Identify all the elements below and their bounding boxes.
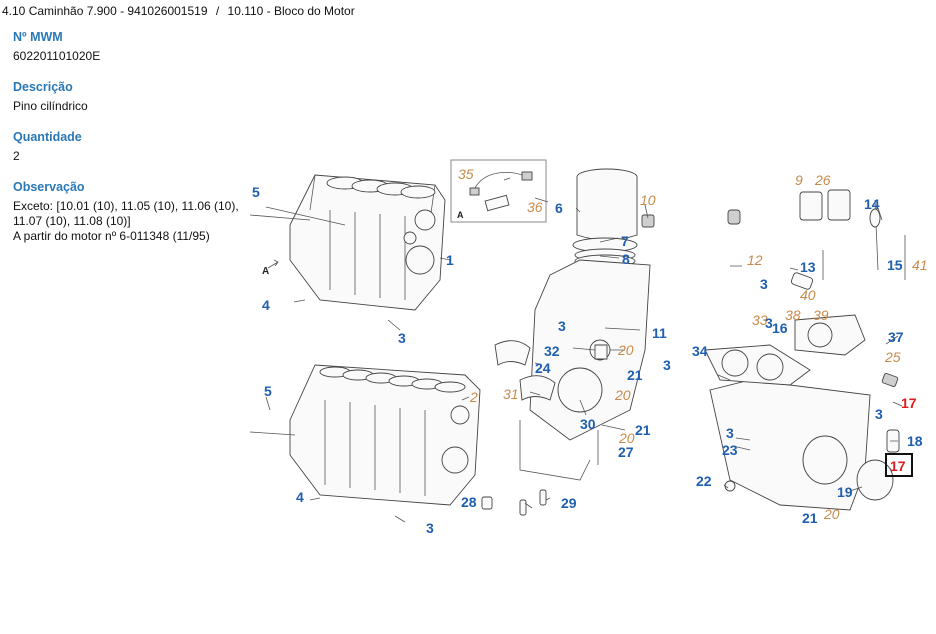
callout-35[interactable]: 35 xyxy=(458,166,474,182)
callout-20[interactable]: 20 xyxy=(617,342,634,358)
callout-3e[interactable]: 3 xyxy=(760,276,768,292)
callout-26[interactable]: 26 xyxy=(814,172,831,188)
callout-11[interactable]: 11 xyxy=(652,325,667,341)
callout-27[interactable]: 27 xyxy=(618,444,634,460)
callout-21b[interactable]: 21 xyxy=(635,422,651,438)
callout-37[interactable]: 37 xyxy=(888,329,904,345)
callout-1[interactable]: 1 xyxy=(446,252,454,268)
callout-31[interactable]: 31 xyxy=(503,386,519,402)
callout-39[interactable]: 39 xyxy=(813,307,829,323)
field-value-line: Exceto: [10.01 (10), 11.05 (10), 11.06 (… xyxy=(13,199,239,228)
callout-16[interactable]: 16 xyxy=(772,320,788,336)
callout-21c[interactable]: 21 xyxy=(802,510,818,526)
callout-33[interactable]: 33 xyxy=(752,312,768,328)
engine-block-4cyl xyxy=(289,174,446,311)
breadcrumb: 4.10 Caminhão 7.900 - 941026001519 / 10.… xyxy=(2,4,355,18)
arrow-icon xyxy=(267,259,279,269)
breadcrumb-model[interactable]: 4.10 Caminhão 7.900 - 941026001519 xyxy=(2,4,208,18)
callout-4b[interactable]: 4 xyxy=(296,489,304,505)
breadcrumb-group[interactable]: 10.110 - Bloco do Motor xyxy=(227,4,355,18)
crankcase-center xyxy=(481,259,651,516)
field-value: 2 xyxy=(13,149,20,163)
callout-17[interactable]: 17 xyxy=(901,395,917,411)
callout-5[interactable]: 5 xyxy=(252,184,260,200)
callout-17-selected[interactable]: 17 xyxy=(890,458,906,474)
callout-3[interactable]: 3 xyxy=(398,330,406,346)
exploded-parts-diagram: A A xyxy=(250,159,928,536)
callout-12[interactable]: 12 xyxy=(747,252,763,268)
field-label: Descrição xyxy=(13,80,73,94)
breadcrumb-separator: / xyxy=(215,4,220,18)
head-gaskets xyxy=(704,314,866,386)
callout-24[interactable]: 24 xyxy=(535,360,551,376)
callout-20c[interactable]: 20 xyxy=(618,430,635,446)
callout-10[interactable]: 10 xyxy=(640,192,656,208)
field-label: Observação xyxy=(13,180,85,194)
callout-14[interactable]: 14 xyxy=(864,196,880,212)
callout-3d[interactable]: 3 xyxy=(663,357,671,373)
field-value: 602201101020E xyxy=(13,49,101,63)
callout-3h[interactable]: 3 xyxy=(726,425,734,441)
callout-25[interactable]: 25 xyxy=(884,349,901,365)
callout-18[interactable]: 18 xyxy=(907,433,923,449)
callout-7[interactable]: 7 xyxy=(621,233,629,249)
field-description: Descrição Pino cilíndrico xyxy=(13,80,243,114)
highlight-box xyxy=(885,453,913,477)
callout-38[interactable]: 38 xyxy=(785,307,801,323)
bushings xyxy=(727,189,906,290)
callout-20b[interactable]: 20 xyxy=(614,387,631,403)
field-observation: Observação Exceto: [10.01 (10), 11.05 (1… xyxy=(13,180,243,244)
callout-41[interactable]: 41 xyxy=(912,257,928,273)
callout-3f[interactable]: 3 xyxy=(765,315,773,331)
engine-block-6cyl xyxy=(289,364,481,506)
callout-34[interactable]: 34 xyxy=(692,343,708,359)
callout-13[interactable]: 13 xyxy=(800,259,816,275)
callout-19[interactable]: 19 xyxy=(837,484,853,500)
callout-9[interactable]: 9 xyxy=(795,172,803,188)
callout-4[interactable]: 4 xyxy=(262,297,270,313)
callout-3c[interactable]: 3 xyxy=(558,318,566,334)
callout-29[interactable]: 29 xyxy=(561,495,577,511)
plug-10 xyxy=(641,214,655,228)
view-marker-a: A xyxy=(262,266,269,277)
cylinder-liner xyxy=(572,168,638,268)
callout-20d[interactable]: 20 xyxy=(823,506,840,522)
callout-2[interactable]: 2 xyxy=(469,389,478,405)
callout-5b[interactable]: 5 xyxy=(264,383,272,399)
field-quantity: Quantidade 2 xyxy=(13,130,243,164)
callout-22[interactable]: 22 xyxy=(696,473,712,489)
callout-6[interactable]: 6 xyxy=(555,200,563,216)
inset-box-a: A xyxy=(450,159,547,223)
callout-40[interactable]: 40 xyxy=(800,287,816,303)
callout-3b[interactable]: 3 xyxy=(426,520,434,536)
callout-21[interactable]: 21 xyxy=(627,367,643,383)
callout-30[interactable]: 30 xyxy=(580,416,596,432)
callout-23[interactable]: 23 xyxy=(722,442,738,458)
callout-15[interactable]: 15 xyxy=(887,257,903,273)
field-value-line: A partir do motor nº 6-011348 (11/95) xyxy=(13,229,210,243)
field-label: Nº MWM xyxy=(13,30,63,44)
field-label: Quantidade xyxy=(13,130,82,144)
crankcase-right xyxy=(709,373,900,511)
callout-36[interactable]: 36 xyxy=(527,199,543,215)
callout-3g[interactable]: 3 xyxy=(875,406,883,422)
field-value: Pino cilíndrico xyxy=(13,99,88,113)
callout-32[interactable]: 32 xyxy=(544,343,560,359)
inset-label: A xyxy=(457,210,464,220)
callout-8[interactable]: 8 xyxy=(622,251,630,267)
callout-28[interactable]: 28 xyxy=(461,494,477,510)
field-mwm-number: Nº MWM 602201101020E xyxy=(13,30,243,64)
